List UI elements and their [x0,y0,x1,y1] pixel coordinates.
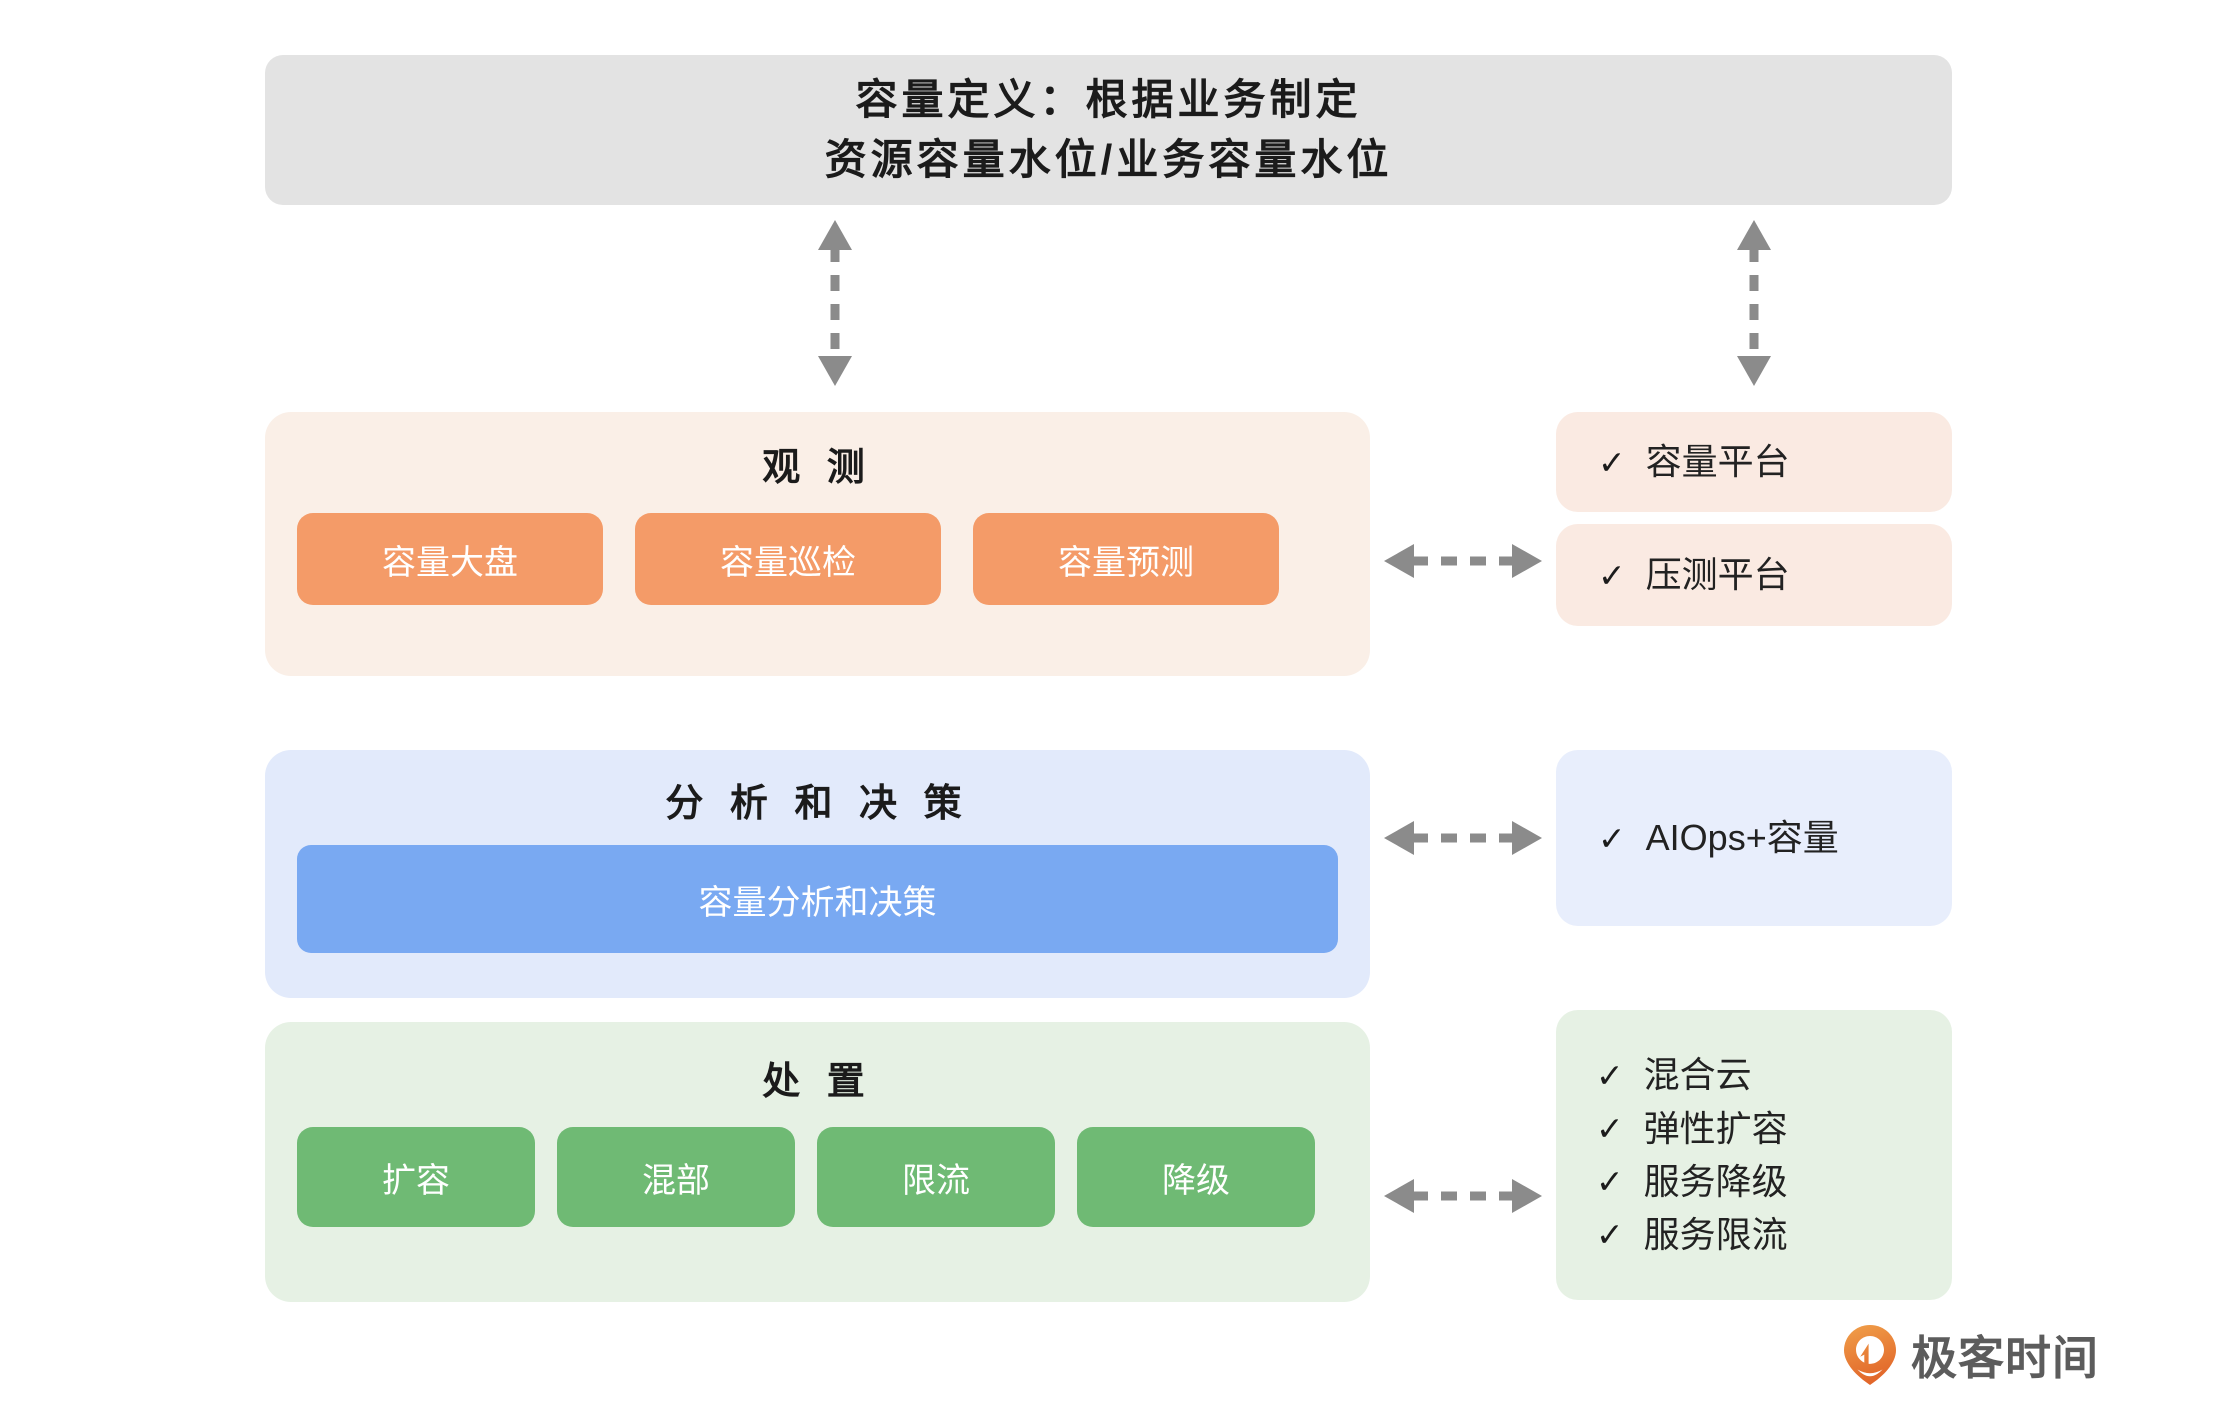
check-icon: ✓ [1598,819,1626,857]
card-capacity-platform[interactable]: ✓ 容量平台 [1556,412,1952,512]
check-icon: ✓ [1596,1216,1624,1254]
side-item-label: 混合云 [1643,1054,1752,1096]
side-item-capacity-platform: ✓ 容量平台 [1598,436,1952,488]
side-item-label: 服务降级 [1643,1161,1788,1202]
side-item-service-degradation: ✓ 服务降级 [1596,1155,1952,1208]
side-item-label: 服务限流 [1643,1214,1788,1256]
side-item-label: AIOps+容量 [1645,816,1839,858]
side-item-service-rate-limit: ✓ 服务限流 [1596,1208,1952,1261]
capacity-definition-banner: 容量定义：根据业务制定 资源容量水位/业务容量水位 [265,55,1952,205]
section-observe: 观 测 容量大盘 容量巡检 容量预测 [265,412,1370,676]
chip-capacity-dashboard[interactable]: 容量大盘 [297,513,603,605]
section-disposal-title: 处 置 [762,1061,873,1103]
horizontal-arrow-disposal-capabilities [1384,1179,1542,1213]
check-icon: ✓ [1596,1163,1624,1201]
banner-line-2: 资源容量水位/业务容量水位 [824,136,1393,183]
card-disposal-capabilities[interactable]: ✓ 混合云 ✓ 弹性扩容 ✓ 服务降级 ✓ 服务限流 [1556,1010,1952,1300]
chip-rate-limit[interactable]: 限流 [817,1127,1055,1227]
chip-capacity-forecast[interactable]: 容量预测 [973,513,1279,605]
vertical-arrow-observe [818,220,852,386]
chip-capacity-inspection[interactable]: 容量巡检 [635,513,941,605]
side-item-label: 容量平台 [1645,440,1790,482]
section-disposal-chip-row: 扩容 混部 限流 降级 [265,1127,1370,1227]
section-analysis-chip-row: 容量分析和决策 [265,845,1370,953]
horizontal-arrow-observe-platform [1384,544,1542,578]
section-disposal: 处 置 扩容 混部 限流 降级 [265,1022,1370,1302]
vertical-arrow-platform [1737,220,1771,386]
geektime-pin-icon [1844,1325,1896,1385]
chip-capacity-analysis-decision[interactable]: 容量分析和决策 [297,845,1338,953]
side-item-label: 压测平台 [1645,553,1790,595]
brand-logo: 极客时间 [1843,1322,2099,1388]
brand-name: 极客时间 [1911,1332,2099,1384]
horizontal-arrow-analysis-aiops [1384,821,1542,855]
chip-degrade[interactable]: 降级 [1077,1127,1315,1227]
check-icon: ✓ [1596,1109,1624,1147]
check-icon: ✓ [1596,1056,1624,1094]
side-item-elastic-scaling: ✓ 弹性扩容 [1596,1102,1952,1155]
side-item-stress-platform: ✓ 压测平台 [1598,549,1952,601]
side-item-hybrid-cloud: ✓ 混合云 [1596,1048,1952,1101]
card-stress-platform[interactable]: ✓ 压测平台 [1556,524,1952,626]
check-icon: ✓ [1598,556,1626,594]
check-icon: ✓ [1598,443,1626,481]
section-analysis-decision: 分 析 和 决 策 容量分析和决策 [265,750,1370,998]
banner-line-1: 容量定义：根据业务制定 [855,76,1362,124]
section-analysis-title: 分 析 和 决 策 [665,783,970,825]
chip-scale-out[interactable]: 扩容 [297,1127,535,1227]
chip-colocation[interactable]: 混部 [557,1127,795,1227]
section-observe-title: 观 测 [762,447,873,489]
card-aiops-capacity[interactable]: ✓ AIOps+容量 [1556,750,1952,926]
side-item-aiops-capacity: ✓ AIOps+容量 [1598,812,1952,864]
side-item-label: 弹性扩容 [1643,1107,1788,1149]
section-observe-chip-row: 容量大盘 容量巡检 容量预测 [265,513,1370,605]
